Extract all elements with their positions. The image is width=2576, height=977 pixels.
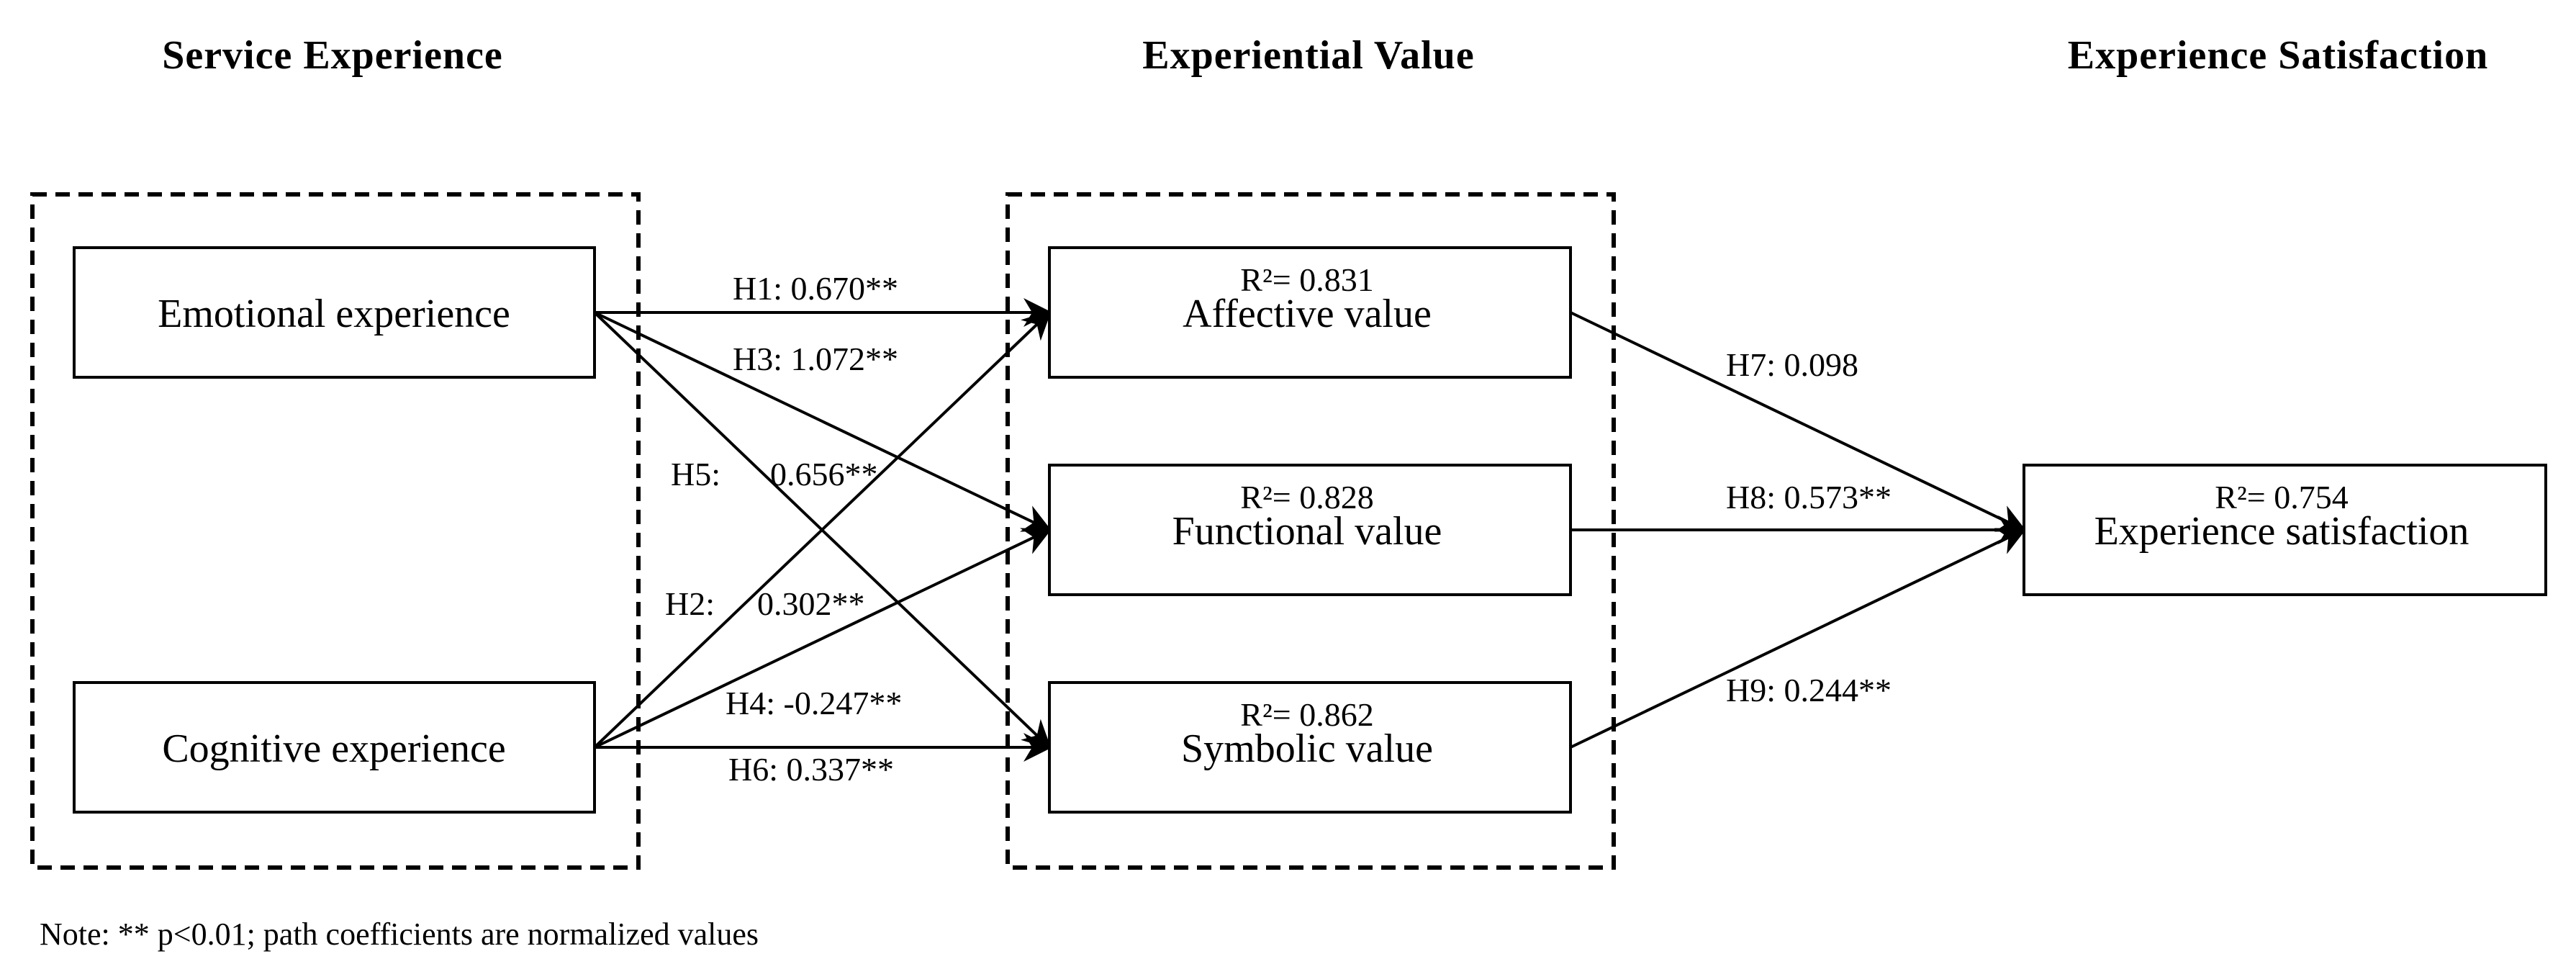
node-symbolic-value: R²= 0.862 Symbolic value [1048, 681, 1572, 814]
path-h4-arrow [594, 528, 1052, 749]
node-label: Emotional experience [158, 292, 510, 336]
r-squared-label: R²= 0.828 [1240, 479, 1373, 515]
r-squared-label: R²= 0.754 [2215, 479, 2348, 515]
path-h7-label: H7: 0.098 [1726, 346, 1858, 383]
node-label: Affective value [1183, 292, 1432, 336]
path-h7-arrow [1570, 311, 2027, 532]
path-h9-arrow [1570, 528, 2027, 749]
path-h3-arrow [594, 311, 1052, 532]
path-h9-label: H9: 0.244** [1726, 672, 1892, 708]
node-label: Functional value [1172, 509, 1442, 554]
path-h2-value-label: 0.302** [757, 585, 865, 622]
node-experience-satisfaction: R²= 0.754 Experience satisfaction [2023, 464, 2547, 596]
path-h4-label: H4: -0.247** [726, 685, 902, 721]
r-squared-label: R²= 0.862 [1240, 696, 1373, 733]
node-label: Symbolic value [1181, 726, 1433, 771]
path-h5-id-label: H5: [671, 456, 720, 492]
header-experience-satisfaction: Experience Satisfaction [2068, 33, 2488, 78]
node-label: Cognitive experience [162, 726, 505, 771]
node-emotional-experience: Emotional experience [73, 246, 596, 379]
path-h1-label: H1: 0.670** [733, 270, 898, 307]
path-h3-label: H3: 1.072** [733, 341, 898, 377]
service-experience-group [30, 192, 641, 870]
node-affective-value: R²= 0.831 Affective value [1048, 246, 1572, 379]
path-h6-label: H6: 0.337** [728, 751, 894, 788]
path-h2-id-label: H2: [665, 585, 715, 622]
header-experiential-value: Experiential Value [1142, 33, 1474, 78]
path-h5-value-label: 0.656** [770, 456, 878, 492]
header-service-experience: Service Experience [162, 33, 503, 78]
node-functional-value: R²= 0.828 Functional value [1048, 464, 1572, 596]
path-h2-arrow [593, 310, 1052, 749]
node-cognitive-experience: Cognitive experience [73, 681, 596, 814]
r-squared-label: R²= 0.831 [1240, 261, 1373, 298]
footnote: Note: ** p<0.01; path coefficients are n… [40, 917, 759, 952]
experiential-value-group [1005, 192, 1616, 870]
path-h8-label: H8: 0.573** [1726, 479, 1892, 515]
node-label: Experience satisfaction [2094, 509, 2469, 554]
